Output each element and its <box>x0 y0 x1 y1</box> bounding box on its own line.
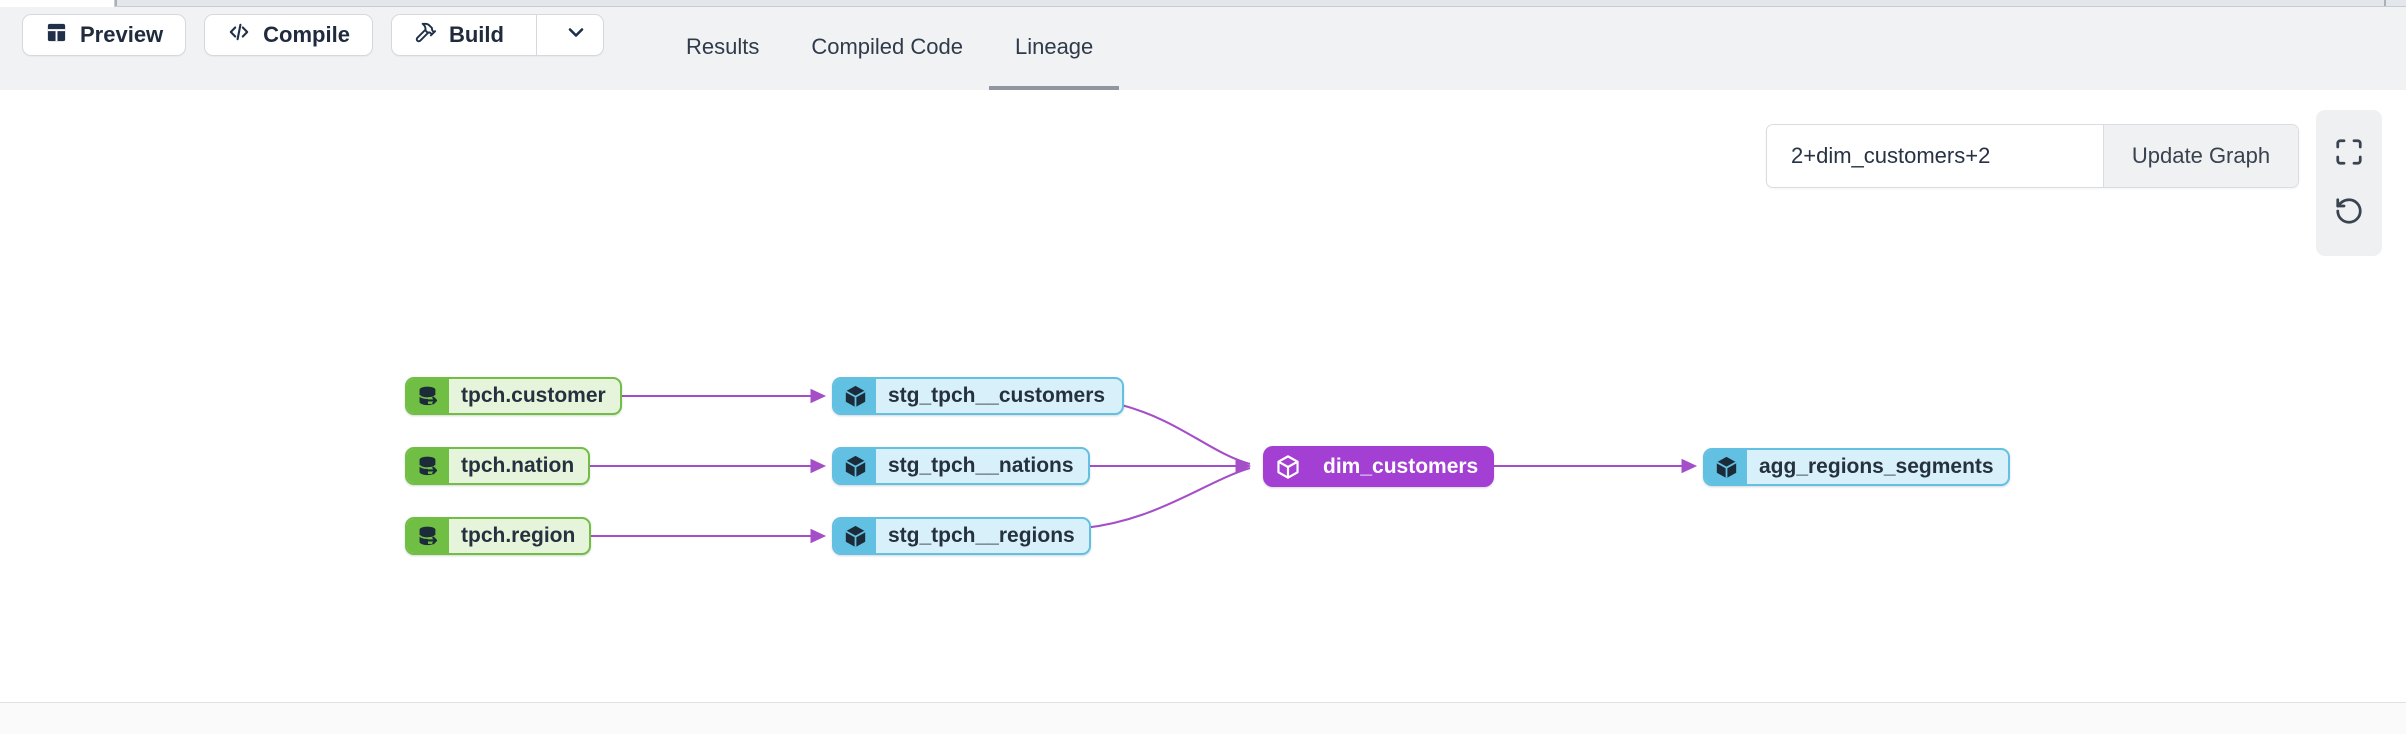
node-label: tpch.nation <box>461 454 575 477</box>
tab-lineage[interactable]: Lineage <box>988 7 1120 90</box>
chevron-down-icon <box>564 20 588 50</box>
button-divider <box>535 15 537 55</box>
lineage-node-tpch.nation[interactable]: tpch.nation <box>405 447 591 485</box>
build-button[interactable]: Build <box>392 15 524 55</box>
node-label: agg_regions_segments <box>1759 455 1994 478</box>
pane-divider-left-segment <box>0 0 115 7</box>
tab-results-label: Results <box>685 33 760 59</box>
divider-tick <box>115 0 117 6</box>
pane-tabs: Results Compiled Code Lineage <box>660 7 1120 90</box>
model-cube-icon <box>844 385 866 407</box>
lineage-node-stg_tpch__customers[interactable]: stg_tpch__customers <box>832 377 1124 415</box>
model-cube-icon <box>1277 454 1299 479</box>
hammer-icon <box>414 21 437 50</box>
lineage-node-tpch.customer[interactable]: tpch.customer <box>405 377 622 415</box>
update-graph-button[interactable]: Update Graph <box>2103 125 2298 187</box>
model-cube-icon <box>1715 456 1737 478</box>
scrollbar-tick <box>2384 0 2386 6</box>
preview-button-label: Preview <box>80 22 164 47</box>
lineage-edge-stg_tpch__customers-to-dim_customers <box>1117 402 1251 466</box>
database-icon <box>418 526 437 545</box>
source-icon-section <box>407 519 449 553</box>
lineage-node-stg_tpch__regions[interactable]: stg_tpch__regions <box>832 517 1091 555</box>
bottom-pane-edge <box>0 702 2406 734</box>
lineage-edges-layer <box>578 388 1698 544</box>
build-dropdown-toggle[interactable] <box>549 15 603 55</box>
model-icon-section <box>834 519 876 553</box>
model-icon-section <box>834 449 876 483</box>
code-icon <box>227 20 251 50</box>
build-button-group: Build <box>390 14 604 56</box>
compile-button-label: Compile <box>263 22 350 47</box>
model-selector: Update Graph <box>1766 124 2299 188</box>
preview-button[interactable]: Preview <box>22 14 187 56</box>
fullscreen-button[interactable] <box>2329 134 2369 174</box>
model-cube-icon <box>844 455 866 477</box>
node-label: stg_tpch__customers <box>888 384 1106 407</box>
lineage-edge-stg_tpch__regions-to-dim_customers <box>1083 466 1251 530</box>
node-label: stg_tpch__nations <box>888 454 1074 477</box>
fullscreen-icon <box>2334 137 2364 170</box>
lineage-node-dim_customers[interactable]: dim_customers <box>1263 446 1495 487</box>
source-icon-section <box>407 449 449 483</box>
node-label: stg_tpch__regions <box>888 524 1075 547</box>
node-label: tpch.region <box>461 524 576 547</box>
pane-divider-strip <box>0 0 2406 7</box>
reset-view-button[interactable] <box>2329 193 2369 233</box>
model-icon-section <box>1705 450 1747 484</box>
results-pane-toolbar: Preview Compile Build <box>0 7 2406 90</box>
lineage-node-agg_regions_segments[interactable]: agg_regions_segments <box>1703 448 2010 486</box>
source-icon-section <box>407 379 449 413</box>
action-buttons: Preview Compile Build <box>22 14 604 56</box>
node-label: dim_customers <box>1323 454 1479 478</box>
lineage-canvas[interactable]: tpch.customer tpch.nation tpch.region st… <box>0 90 2406 702</box>
model-icon-section <box>834 379 876 413</box>
database-icon <box>418 456 437 475</box>
node-label: tpch.customer <box>461 384 606 407</box>
lineage-node-tpch.region[interactable]: tpch.region <box>405 517 592 555</box>
tab-results[interactable]: Results <box>660 7 785 90</box>
tab-compiled-code[interactable]: Compiled Code <box>785 7 989 90</box>
model-cube-icon <box>844 525 866 547</box>
build-button-label: Build <box>448 22 504 47</box>
rotate-ccw-icon <box>2334 196 2364 229</box>
compile-button[interactable]: Compile <box>204 14 373 56</box>
model-selector-input[interactable] <box>1767 125 2103 187</box>
view-controls-panel <box>2316 110 2382 256</box>
model-icon-section <box>1265 448 1311 485</box>
tab-lineage-label: Lineage <box>1014 33 1094 59</box>
database-icon <box>418 386 437 405</box>
table-icon <box>45 21 68 50</box>
lineage-node-stg_tpch__nations[interactable]: stg_tpch__nations <box>832 447 1090 485</box>
tab-compiled-code-label: Compiled Code <box>811 33 963 59</box>
